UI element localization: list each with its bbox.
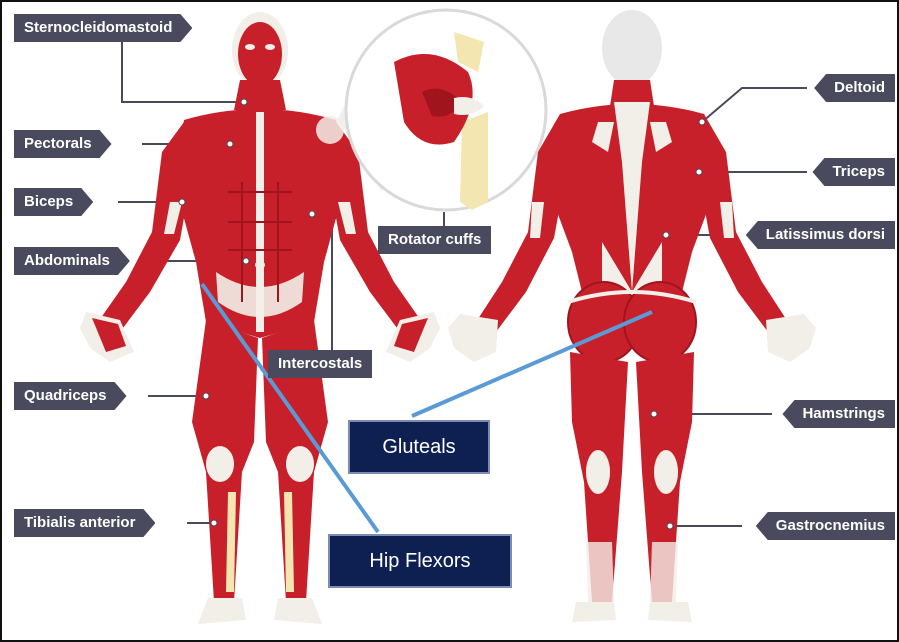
label-deltoid: Deltoid [814, 74, 895, 102]
label-pectorals: Pectorals [14, 130, 112, 158]
label-abdominals: Abdominals [14, 247, 130, 275]
rotator-cuff-inset [338, 10, 546, 210]
label-gluteals: Gluteals [348, 420, 490, 474]
label-sternocleidomastoid: Sternocleidomastoid [14, 14, 192, 42]
label-hip-flexors: Hip Flexors [328, 534, 512, 588]
label-hamstrings: Hamstrings [782, 400, 895, 428]
label-intercostals: Intercostals [268, 350, 372, 378]
label-latissimus-dorsi: Latissimus dorsi [746, 221, 895, 249]
label-tibialis-anterior: Tibialis anterior [14, 509, 155, 537]
label-gastrocnemius: Gastrocnemius [756, 512, 895, 540]
label-biceps: Biceps [14, 188, 93, 216]
label-triceps: Triceps [812, 158, 895, 186]
label-rotator-cuffs: Rotator cuffs [378, 226, 491, 254]
label-quadriceps: Quadriceps [14, 382, 127, 410]
